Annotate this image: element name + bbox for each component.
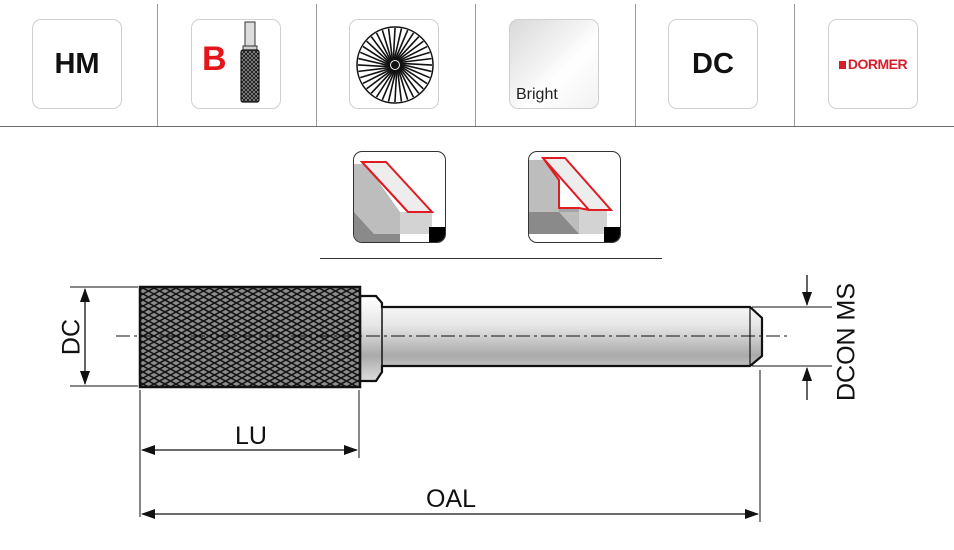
- divider: [635, 4, 636, 126]
- divider: [794, 4, 795, 126]
- dormer-logo: DORMER: [829, 20, 917, 108]
- finish-tile: Bright: [509, 19, 599, 109]
- star-ray: [399, 65, 428, 85]
- star-ray: [375, 69, 395, 98]
- star-ray: [362, 68, 393, 85]
- icon-row: HM B Bright DC: [0, 0, 954, 128]
- star-ray: [398, 67, 420, 94]
- divider: [316, 4, 317, 126]
- brand-tile: DORMER: [828, 19, 918, 109]
- star-ray: [397, 40, 424, 62]
- star-ray: [398, 51, 431, 63]
- star-ray: [397, 68, 409, 101]
- logo-mark-icon: [838, 60, 846, 69]
- cut-code-tile: DC: [668, 19, 758, 109]
- lu-label: LU: [235, 422, 267, 450]
- divider: [157, 4, 158, 126]
- star-ray: [370, 36, 392, 63]
- shape-letter: B: [202, 40, 227, 78]
- oal-label: OAL: [426, 485, 476, 513]
- material-tile: HM: [32, 19, 122, 109]
- chamfer-application-icon: [353, 151, 446, 243]
- star-ray: [366, 68, 393, 90]
- header-baseline: [0, 126, 954, 127]
- brand-name: DORMER: [847, 56, 908, 72]
- cut-code-label: DC: [692, 47, 734, 80]
- dc-label: DC: [58, 319, 86, 355]
- star-ray: [370, 69, 394, 94]
- star-ray: [381, 69, 396, 101]
- star-ray: [392, 27, 396, 61]
- application-baseline: [320, 258, 662, 259]
- star-ray: [358, 66, 391, 73]
- star-ray: [399, 57, 432, 64]
- star-ray: [362, 45, 391, 65]
- star-ray: [358, 57, 391, 67]
- material-label: HM: [54, 47, 100, 80]
- star-ray: [396, 36, 420, 61]
- shank: [358, 294, 764, 383]
- cut-pattern-tile: [349, 19, 439, 109]
- star-ray: [393, 28, 403, 61]
- divider: [475, 4, 476, 126]
- star-cut-icon: [356, 26, 434, 104]
- star-ray: [394, 69, 398, 103]
- finish-label: Bright: [516, 86, 558, 103]
- star-ray: [359, 51, 391, 66]
- star-ray: [395, 32, 415, 61]
- star-ray: [381, 29, 393, 62]
- star-ray: [375, 32, 392, 63]
- knurled-cutting-head: [138, 285, 362, 389]
- star-ray: [357, 64, 391, 68]
- dcon-ms-label: DCON MS: [833, 283, 861, 401]
- star-ray: [394, 29, 409, 61]
- star-ray: [366, 40, 391, 64]
- star-ray: [387, 69, 397, 102]
- star-ray: [399, 62, 433, 66]
- star-ray: [399, 63, 432, 73]
- cylinder-burr-icon: [240, 21, 260, 103]
- star-ray: [399, 64, 431, 79]
- star-ray: [387, 28, 394, 61]
- star-ray: [398, 67, 415, 98]
- star-ray: [399, 66, 424, 90]
- step-application-icon: [528, 151, 621, 243]
- star-ray: [396, 69, 403, 102]
- star-ray: [359, 67, 392, 79]
- star-ray: [397, 45, 428, 62]
- shape-tile: B: [191, 19, 281, 109]
